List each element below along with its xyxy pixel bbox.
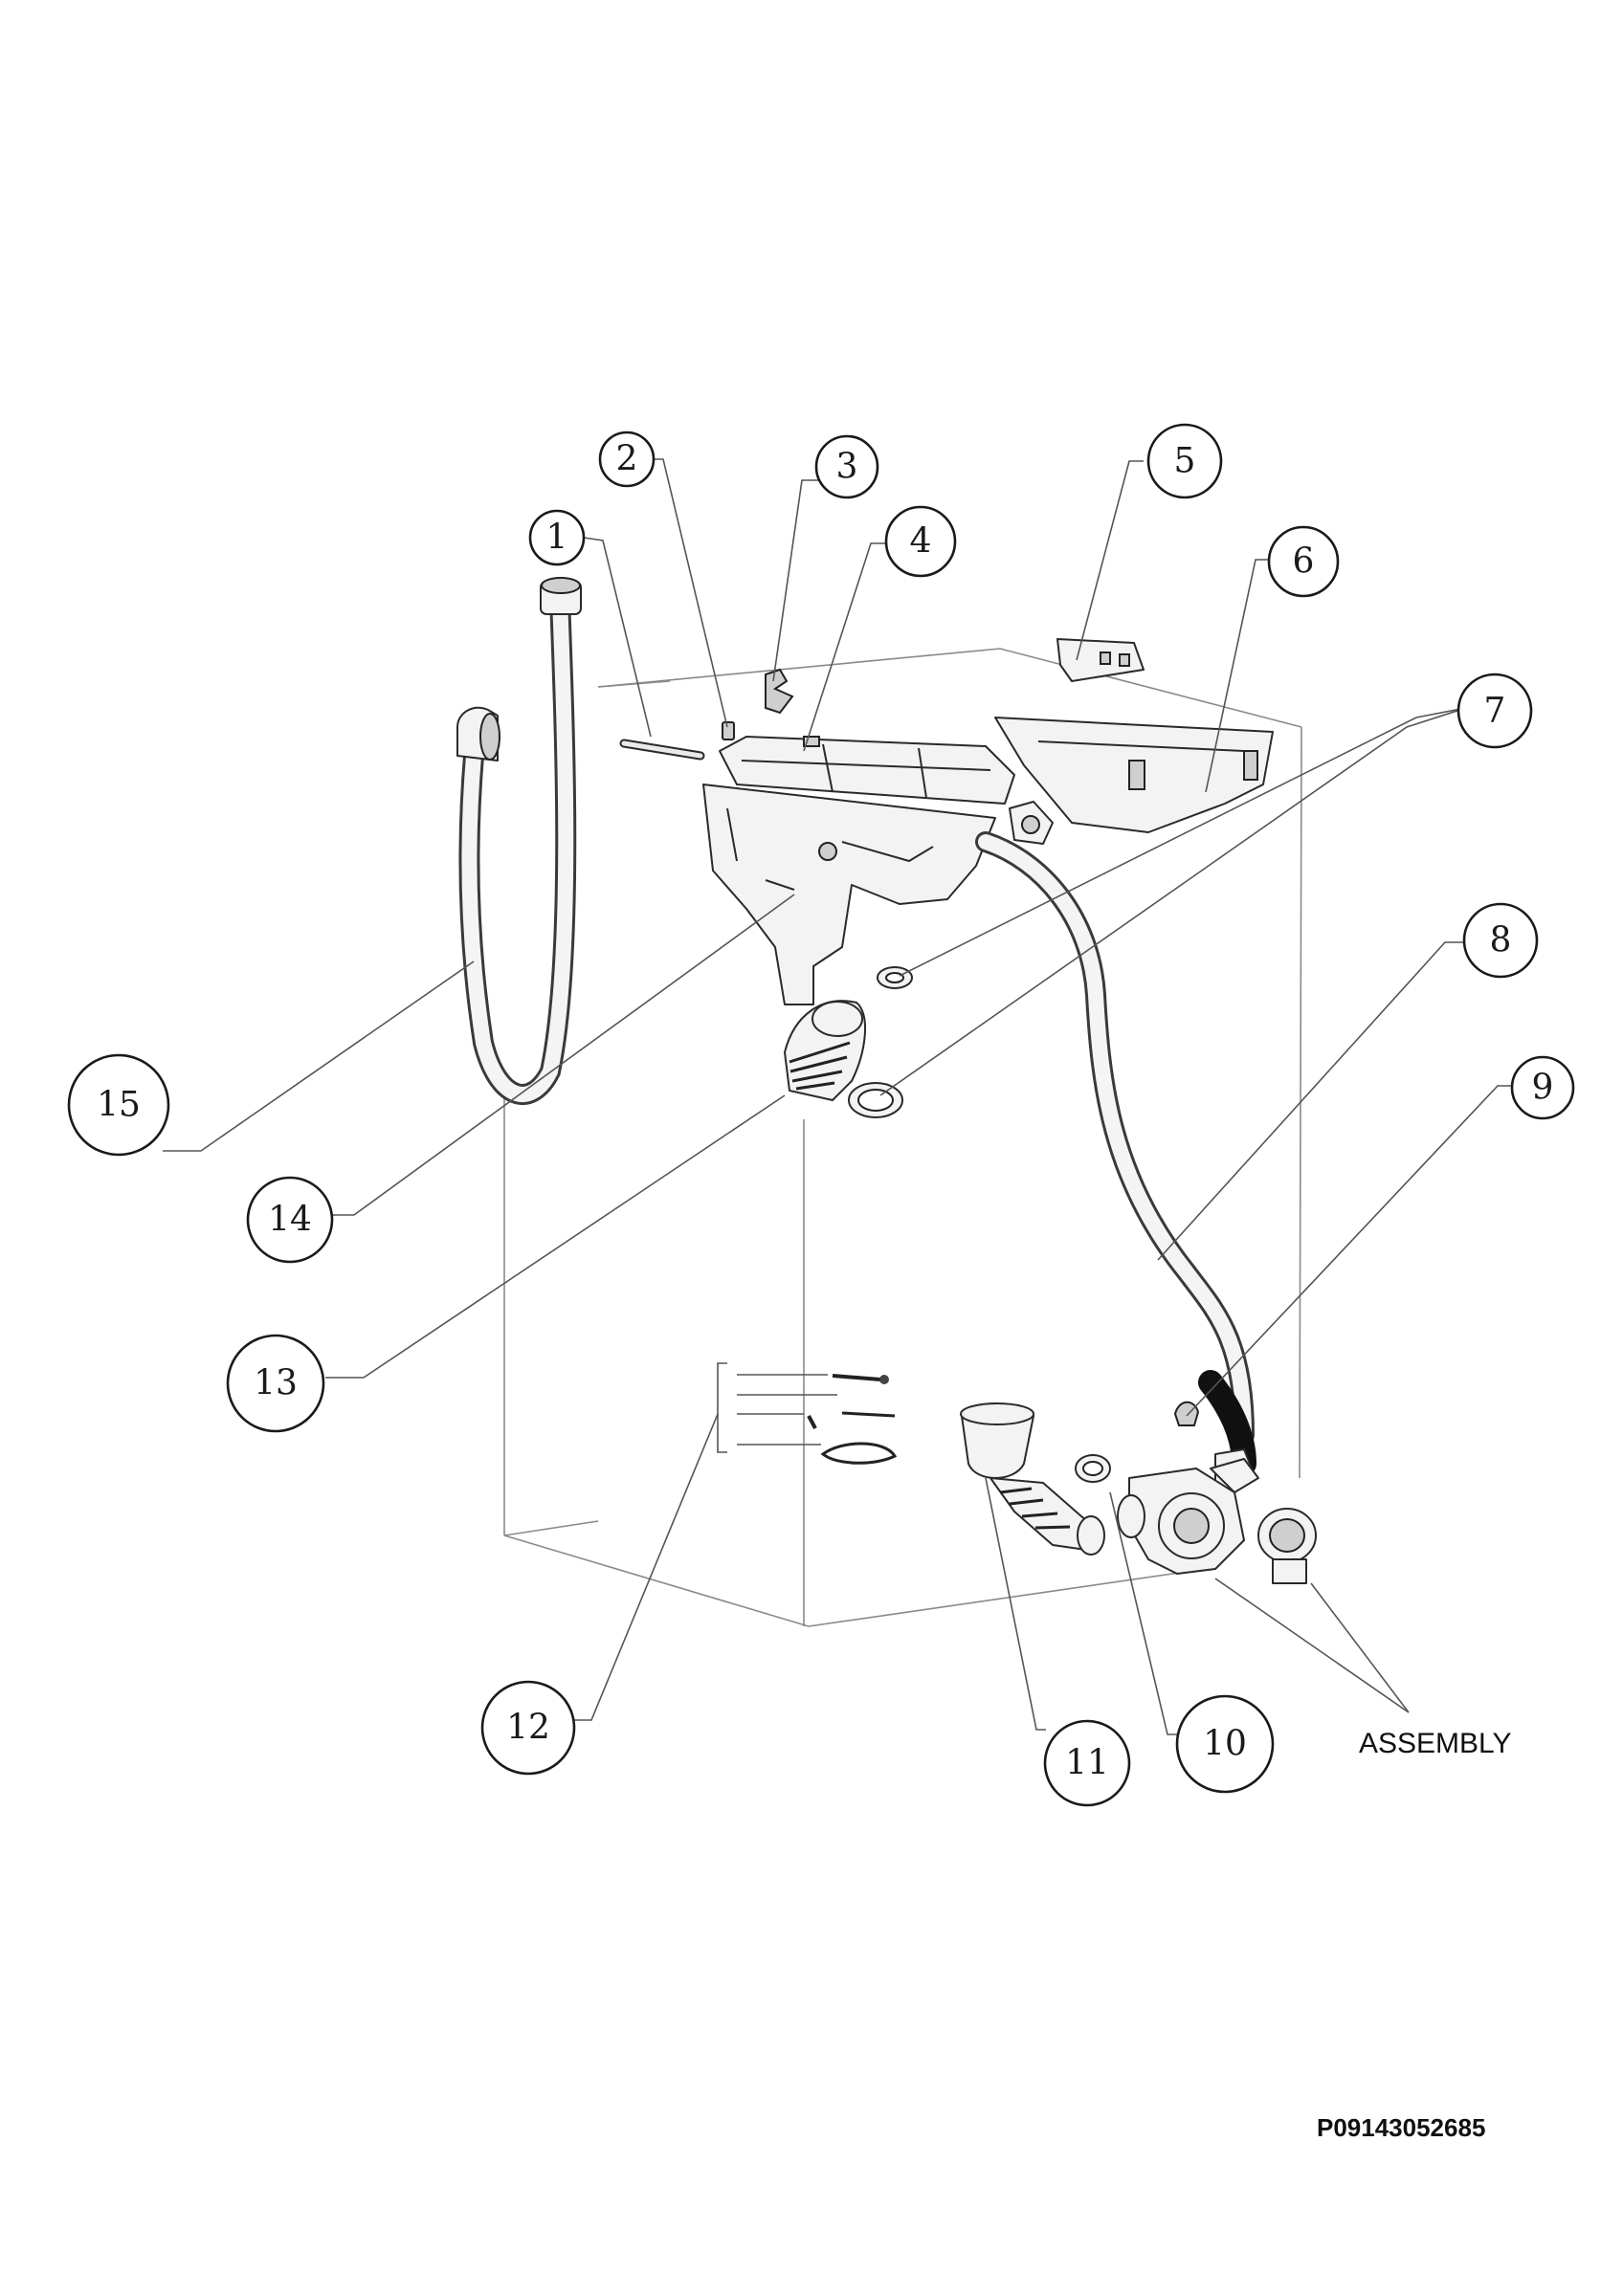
callout-8: 8 [1462,902,1539,979]
callout-11-number: 11 [1065,1744,1109,1783]
callout-15: 15 [67,1053,170,1157]
callout-5-number: 5 [1174,442,1196,481]
part-small-clip [722,721,735,740]
callout-1-number: 1 [546,519,568,558]
part-bellows [784,1000,867,1101]
callout-12: 12 [480,1680,576,1776]
part-hose-clip [1173,1401,1200,1426]
callout-14: 14 [246,1176,334,1264]
part-filter-plug [1257,1508,1317,1584]
callout-10-number: 10 [1203,1725,1247,1764]
part-drain-pump [1117,1458,1259,1575]
callout-4-number: 4 [910,522,932,562]
callout-13-number: 13 [254,1364,298,1403]
callout-9-number: 9 [1532,1069,1554,1108]
callout-8-number: 8 [1490,921,1512,960]
callout-11: 11 [1043,1719,1131,1807]
part-clamps [848,966,913,1118]
drawing-code: P09143052685 [1317,2113,1485,2142]
part-drawer-housing [702,784,996,1005]
callout-2-number: 2 [616,440,638,479]
callout-4: 4 [884,505,957,578]
callout-2: 2 [598,430,656,488]
part-sump-hose [960,1402,1105,1556]
part-dispenser-cover [719,736,1015,805]
assembly-label: ASSEMBLY [1359,1728,1512,1759]
part-drain-hose [975,831,1256,1493]
kit-bracket [717,1362,837,1453]
callout-6-number: 6 [1293,542,1315,582]
callout-15-number: 15 [97,1086,141,1125]
part-inlet-hose [456,577,582,1105]
callout-13: 13 [226,1334,325,1433]
cabinet-frame [503,648,1302,1627]
part-rod [619,739,705,761]
callout-7-number: 7 [1484,692,1506,731]
leader-lines [163,458,1512,1735]
part-lever [765,668,794,715]
callout-7: 7 [1456,673,1533,749]
callout-10: 10 [1175,1694,1275,1794]
callout-1: 1 [528,509,586,566]
callout-12-number: 12 [506,1709,550,1748]
part-drawer [994,717,1274,833]
part-pump-clamp [1075,1454,1111,1483]
callout-5: 5 [1146,423,1223,499]
callout-9: 9 [1510,1055,1575,1120]
callouts: 1 2 3 4 5 6 7 8 [67,423,1575,1807]
callout-3-number: 3 [836,448,858,487]
callout-6: 6 [1267,525,1340,598]
callout-14-number: 14 [268,1201,312,1240]
part-fitting [1009,801,1054,845]
callout-3: 3 [814,434,879,499]
part-handle [1056,638,1145,682]
part-fastener-kit [807,1374,898,1465]
